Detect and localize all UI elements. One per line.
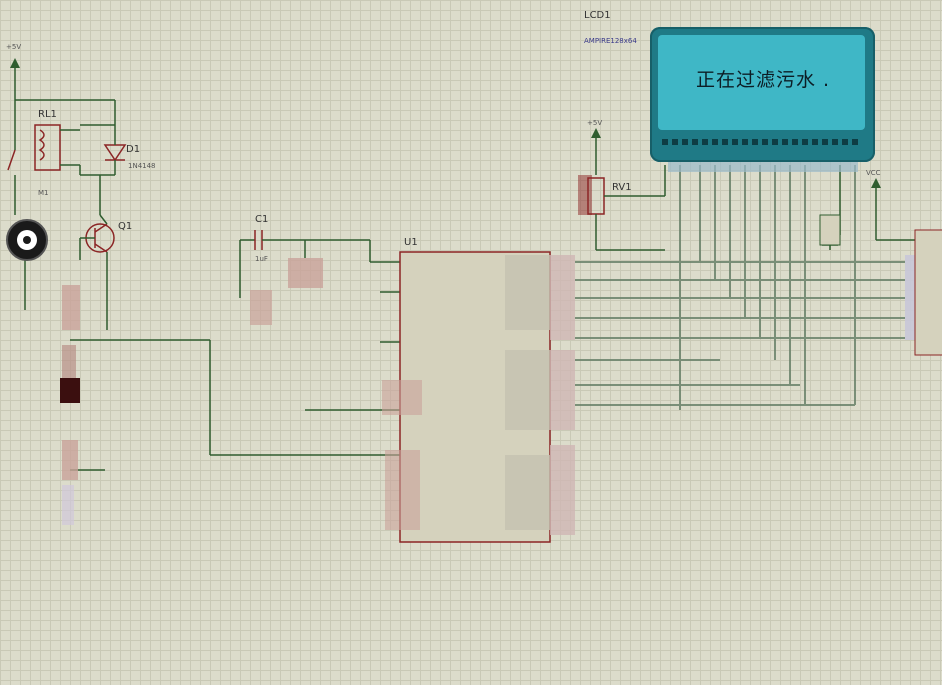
relay-ref-label: RL1	[38, 109, 57, 120]
lcd-pin-tick	[852, 139, 858, 145]
lcd-pin-tick	[692, 139, 698, 145]
lcd-pin-tick	[722, 139, 728, 145]
lcd-pin-labels	[662, 137, 862, 153]
lcd-pin-tick	[742, 139, 748, 145]
diode-symbol[interactable]	[103, 144, 127, 162]
lcd-module[interactable]: 正在过滤污水 .	[650, 27, 875, 162]
lcd-pin-tick	[792, 139, 798, 145]
pot-ref-label: RV1	[612, 182, 632, 193]
lcd-pin-tick	[712, 139, 718, 145]
lcd-pin-tick	[672, 139, 678, 145]
lcd-pin-header[interactable]	[668, 162, 858, 172]
relay-coil[interactable]	[34, 124, 61, 171]
lcd-pin-tick	[662, 139, 668, 145]
mcu-ref-label: U1	[404, 237, 418, 248]
crystal-oscillator[interactable]	[288, 258, 323, 288]
lcd-message-text: 正在过滤污水 .	[696, 69, 831, 91]
pump-motor[interactable]	[6, 219, 48, 261]
lcd-display-glass: 正在过滤污水 .	[658, 35, 865, 130]
diode-ref-label: D1	[126, 144, 141, 155]
lcd-pin-tick	[842, 139, 848, 145]
lcd-pin-tick	[802, 139, 808, 145]
lcd-pin-tick	[812, 139, 818, 145]
lcd-pin-tick	[752, 139, 758, 145]
potentiometer-wiper[interactable]	[578, 175, 592, 215]
cap-ref-label: C1	[255, 214, 269, 225]
supply-arrow-icon	[10, 58, 20, 68]
transistor-ref-label: Q1	[118, 221, 133, 232]
supply-arrow-icon-3	[871, 178, 881, 188]
microcontroller-u1[interactable]	[382, 251, 575, 543]
cap-value-label: 1uF	[255, 255, 268, 263]
supply-arrow-icon-2	[591, 128, 601, 138]
pump-ref-label: M1	[38, 189, 49, 197]
lcd-pin-tick	[822, 139, 828, 145]
lcd-pin-tick	[772, 139, 778, 145]
supply-vcc-label: VCC	[866, 169, 881, 177]
lcd-pin-tick	[782, 139, 788, 145]
supply-5v-label: +5V	[6, 43, 22, 51]
lcd-pin-tick	[762, 139, 768, 145]
diode-part-label: 1N4148	[128, 162, 156, 170]
lcd-model-label: AMPIRE128x64	[584, 37, 637, 45]
lcd-pin-tick	[682, 139, 688, 145]
lcd-ground-symbol	[819, 214, 841, 246]
lcd-pin-tick	[702, 139, 708, 145]
lcd-pin-tick	[732, 139, 738, 145]
lcd-pin-tick	[832, 139, 838, 145]
left-component-column[interactable]	[60, 285, 80, 525]
lcd-ref-label: LCD1	[584, 10, 611, 21]
reset-resistor[interactable]	[250, 290, 272, 325]
status-led[interactable]	[60, 378, 80, 403]
supply-5v-label-2: +5V	[587, 119, 603, 127]
relay-driver-circuit[interactable]	[7, 58, 400, 471]
lcd-bus-wiring[interactable]	[575, 165, 905, 410]
right-connector[interactable]	[905, 229, 942, 356]
